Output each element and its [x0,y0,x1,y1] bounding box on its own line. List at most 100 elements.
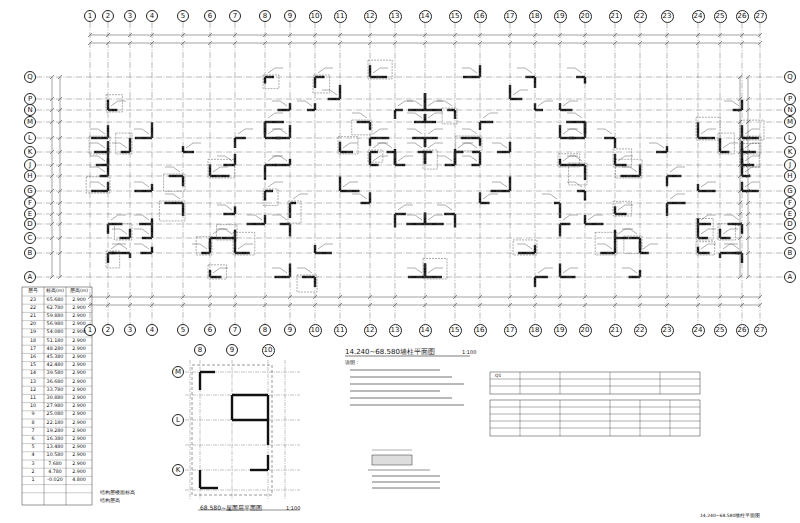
grid-axis-bubble: 23 [661,324,674,337]
sub-grid-line [185,395,300,396]
leader-line [575,129,582,134]
leader-line [415,101,422,106]
leader-line [701,182,708,187]
leader-line [415,129,422,134]
leader-line [134,182,142,183]
leader-line [118,101,126,102]
drawing-line [22,328,92,329]
leader-line [630,167,637,172]
leader-line [724,101,732,102]
leader-line [318,244,325,249]
leader-line [708,182,716,183]
axis-grid-line [698,23,699,324]
table-cell: 42.480 [47,363,64,368]
axis-label: L [28,135,32,142]
grid-axis-bubble: M [172,366,184,378]
grid-axis-bubble: 13 [389,10,402,23]
leader-line [186,143,193,148]
leader-line [217,205,225,206]
leader-line [343,143,350,148]
axis-label: K [28,149,33,156]
axis-label: 18 [531,327,540,334]
leader-line [134,229,142,230]
leader-line [352,113,360,114]
leader-line [492,182,500,183]
axis-label: 2 [106,327,110,334]
grid-axis-bubble: 19 [554,10,567,23]
wall-zone-box [513,240,537,255]
leader-line [730,229,738,230]
table-cell: 2.900 [72,396,86,401]
leader-line [470,68,477,73]
leader-line [98,182,105,187]
grid-axis-bubble: C [784,232,796,244]
axis-label: 18 [531,13,540,20]
wall-zone-box [233,232,255,255]
axis-label: M [787,119,793,126]
drawing-line [22,320,92,321]
table-cell: 1 [31,478,34,483]
wall-zone-box [164,174,185,191]
leader-line [405,156,413,157]
table-cell: 2.900 [72,462,86,467]
leader-line [280,268,287,273]
leader-line [701,215,708,220]
table-cell: 结构层楼面标高 [100,491,135,496]
table-cell: 18 [30,339,36,344]
wall-zone-box [368,60,392,79]
grid-axis-bubble: 8 [259,324,271,336]
axis-label: G [27,188,32,195]
leader-line [550,194,557,199]
note-text-line [372,482,440,483]
drawing-line [22,451,92,452]
leader-line [462,129,470,130]
leader-line [428,143,435,148]
leader-line [373,156,380,161]
axis-grid-line [290,22,291,324]
wall-zone-box [615,159,642,178]
axis-label: C [28,235,33,242]
axis-label: 7 [233,13,237,20]
drawing-line [490,421,700,422]
axis-grid-line [36,165,784,166]
detail-section [372,455,412,465]
drawing-title: 14.240~68.580墙柱平面图 [700,514,760,519]
leader-line [470,156,477,161]
table-cell: 2.900 [72,355,86,360]
grid-axis-bubble: 21 [609,10,622,23]
leader-line [268,182,275,187]
table-cell: 3 [31,462,34,467]
axis-grid-line [90,22,91,324]
grid-axis-bubble: 22 [634,10,647,23]
drawing-line [22,394,92,395]
drawing-line [44,287,45,505]
note-text-line [372,476,440,477]
leader-line [483,113,490,118]
leader-line [563,129,570,134]
grid-axis-bubble: N [24,104,36,116]
shear-wall [232,394,268,396]
axis-grid-line [315,23,316,324]
leader-line [708,244,716,245]
wall-table [490,372,700,394]
table-cell: 4.800 [72,478,86,483]
leader-line [618,229,625,234]
leader-line [575,156,582,161]
axis-label: A [788,274,793,281]
leader-line [142,229,149,234]
table-cell: 11 [30,396,36,401]
grid-axis-bubble: K [24,146,36,158]
wall-zone-box [595,232,617,255]
leader-line [458,143,465,148]
leader-line [643,244,650,249]
leader-line [112,229,120,230]
drawing-title: 说明： [345,360,360,365]
leader-line [428,129,435,134]
axis-label: L [788,135,792,142]
axis-label: G [787,188,792,195]
grid-axis-bubble: 24 [692,324,705,337]
leader-line [255,215,262,220]
axis-label: 4 [150,327,154,334]
wall-zone-box [106,95,122,112]
